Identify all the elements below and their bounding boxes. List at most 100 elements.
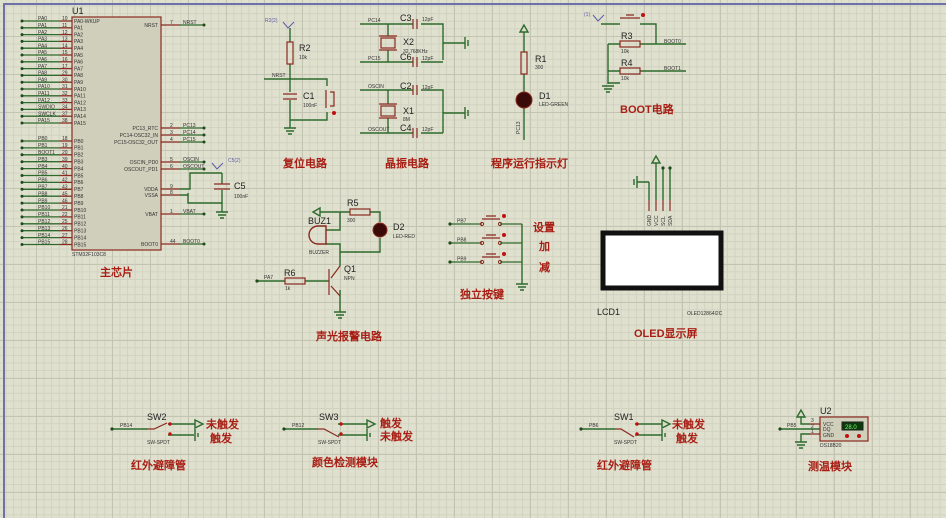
- pin-number: 45: [62, 191, 68, 197]
- key-button[interactable]: [482, 253, 500, 258]
- pin-number: 2: [170, 123, 173, 129]
- sw3-switch[interactable]: [318, 428, 340, 438]
- sw1-switch[interactable]: [615, 428, 635, 438]
- sw2-ground-icon: [194, 429, 199, 441]
- r1-resistor[interactable]: [520, 51, 528, 75]
- sw2-ir-sensor[interactable]: PB14 SW2 SW-SPDT 未触发 触发 红外避障管: [110, 412, 240, 472]
- key-button[interactable]: [482, 215, 500, 220]
- sw3-color-sensor[interactable]: PB12 SW3 SW-SPDT 触发 未触发 颜色检测模块: [282, 412, 414, 469]
- alarm-circuit[interactable]: R5 300 D2 LED-RED BUZ1 BUZZER R6 1k PA7 …: [255, 198, 415, 343]
- reset-button[interactable]: [325, 90, 335, 108]
- run-led-circuit[interactable]: R1 300 D1 LED-GREEN PC13 程序运行指示灯: [491, 23, 569, 170]
- mcu-body[interactable]: [71, 16, 162, 251]
- pin-net-label: VBAT: [183, 209, 196, 215]
- pin-name: PB13: [74, 229, 86, 235]
- pa7-net: PA7: [264, 275, 273, 281]
- r2-resistor[interactable]: [286, 41, 294, 65]
- pin-number: 41: [62, 171, 68, 177]
- key-contact: [497, 221, 503, 227]
- temp-sensor-u2[interactable]: 28.0 VCC DQ GND 3 2 1 PB5 U2 DS18B20 测温模…: [778, 406, 869, 473]
- x1-crystal[interactable]: [380, 105, 396, 117]
- sw2-switch[interactable]: [148, 422, 168, 430]
- key-switch[interactable]: PB8: [448, 233, 522, 246]
- u2-part: DS18B20: [820, 443, 842, 449]
- pin-name: NRST: [144, 23, 158, 29]
- oled-screen[interactable]: [600, 230, 724, 291]
- reset-circuit[interactable]: R2(2) R2 10k C1 100nF NRST 复位电路: [264, 18, 336, 170]
- mcu-ref: U1: [72, 6, 84, 16]
- pin-number: 10: [62, 16, 68, 22]
- pin-number: 28: [62, 240, 68, 246]
- key-switch[interactable]: PB7: [448, 214, 522, 227]
- u2-down-button[interactable]: [845, 434, 849, 438]
- u2-up-button[interactable]: [857, 434, 861, 438]
- key-switch[interactable]: PB9: [448, 252, 522, 265]
- buzzer-icon[interactable]: [308, 225, 327, 245]
- r6-resistor[interactable]: [284, 277, 306, 285]
- q1-transistor[interactable]: [328, 265, 341, 297]
- d1-led[interactable]: [515, 91, 533, 109]
- boot-switch[interactable]: [620, 14, 640, 19]
- scl-junction: [661, 166, 665, 170]
- boot-circuit[interactable]: (1) R3 10k R4 10k BOOT0 BOOT1 BOOT电路: [584, 12, 686, 116]
- c2-value: 12pF: [422, 85, 433, 91]
- key-button[interactable]: [482, 234, 500, 239]
- sw1-ir-sensor[interactable]: PB6 SW1 SW-SPDT 未触发 触发 红外避障管: [579, 412, 706, 472]
- sw2-part: SW-SPDT: [147, 440, 170, 446]
- r4-resistor[interactable]: [619, 67, 641, 75]
- x2-crystal[interactable]: [380, 37, 396, 49]
- c5-decoupling[interactable]: C5(2) C5 100nF: [180, 158, 248, 219]
- d2-led[interactable]: [372, 222, 388, 238]
- crystal-circuit[interactable]: PC14 PC15 C3 C6 12pF 12pF X2 32.768KHz O…: [360, 13, 469, 170]
- r5-resistor[interactable]: [349, 208, 371, 216]
- r3-resistor[interactable]: [619, 40, 641, 48]
- key-label-minus: 减: [539, 260, 550, 274]
